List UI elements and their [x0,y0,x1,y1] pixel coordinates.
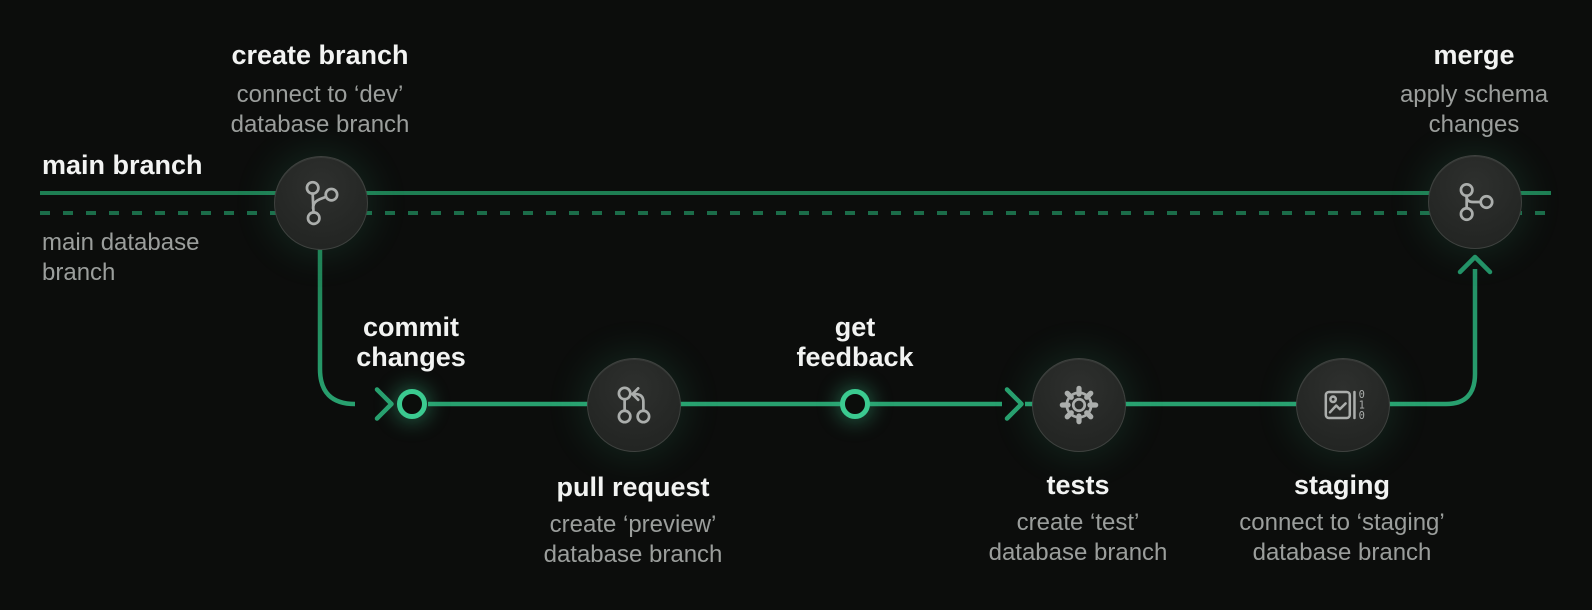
get-feedback-marker [840,389,870,419]
staging-subtitle: connect to ‘staging’ database branch [1239,509,1445,566]
main-branch-label: main branch [42,150,203,180]
arrow-right-icon [1004,387,1024,421]
main-database-branch-label: main database branch [42,229,200,286]
commit-changes-title: commit changes [356,312,466,372]
merge-node [1428,155,1522,249]
dev-branch-drop-line [317,244,356,407]
svg-text:1: 1 [1359,400,1365,412]
tests-node [1032,358,1126,452]
image-data-icon: 0 1 0 [1324,389,1365,422]
pull-request-title: pull request [556,472,710,502]
get-feedback-title: get feedback [796,312,914,372]
git-merge-icon [1459,182,1494,222]
merge-title: merge [1433,40,1515,70]
pull-request-subtitle: create ‘preview’ database branch [543,511,723,568]
gear-icon [1059,385,1099,425]
merge-subtitle: apply schema changes [1399,81,1549,138]
tests-title: tests [1046,470,1110,500]
git-branch-icon [305,180,339,226]
create-branch-node [274,156,368,250]
commit-changes-marker [397,389,427,419]
pull-request-icon [617,386,651,424]
create-branch-subtitle: connect to ‘dev’ database branch [230,81,410,138]
tests-subtitle: create ‘test’ database branch [988,509,1168,566]
svg-text:0: 0 [1359,410,1365,422]
pull-request-node [587,358,681,452]
staging-title: staging [1293,470,1391,500]
arrow-right-icon [374,387,394,421]
create-branch-title: create branch [231,40,409,70]
svg-text:0: 0 [1359,389,1365,401]
dev-branch-merge-line [1025,269,1478,407]
arrow-up-icon [1457,254,1493,275]
staging-node: 0 1 0 [1296,358,1390,452]
